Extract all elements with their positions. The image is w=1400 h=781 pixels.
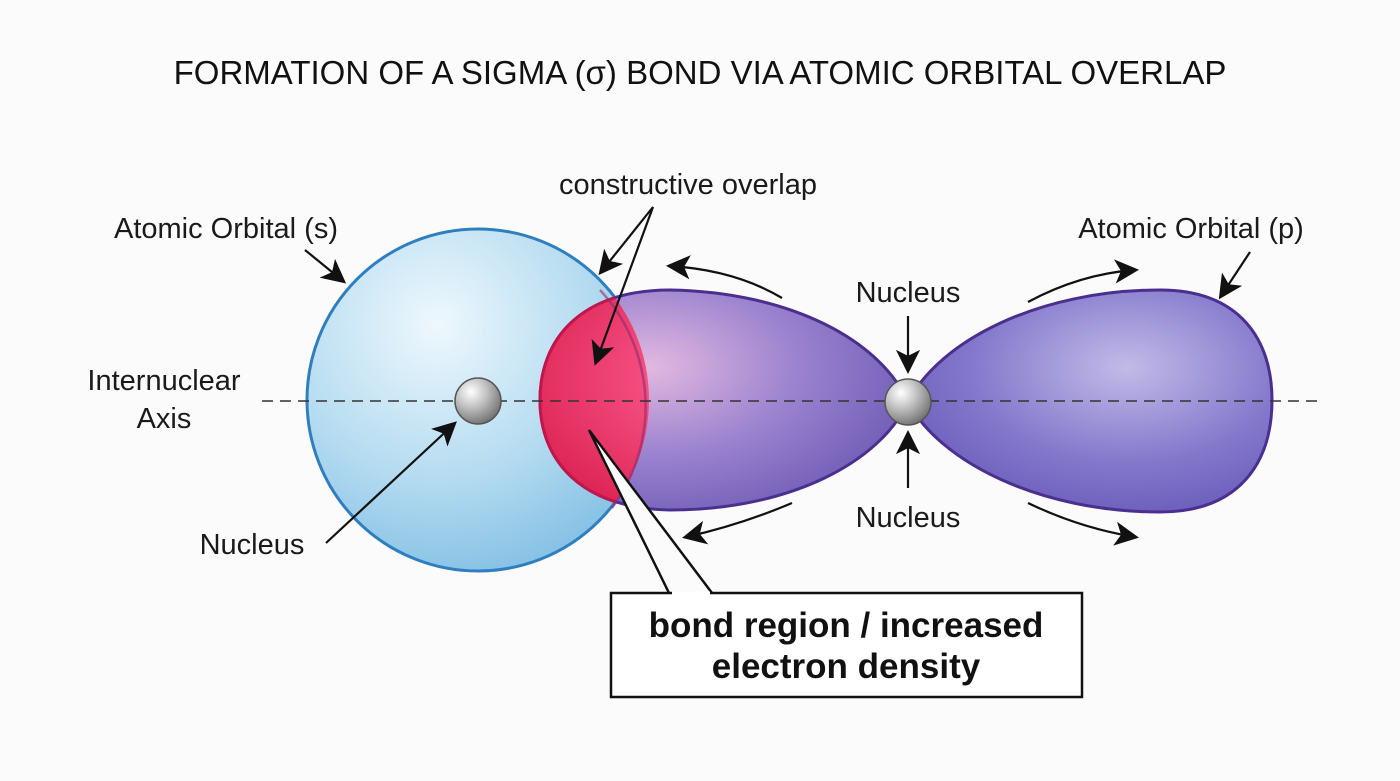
bond-overlap-region bbox=[538, 288, 649, 512]
curved-arrow-lower-right bbox=[1027, 502, 1139, 546]
arrow-to-s-orbital bbox=[304, 249, 347, 284]
overlap-boundary bbox=[599, 289, 647, 509]
nucleus-s-atom bbox=[454, 377, 502, 425]
curved-arrow-lower-left bbox=[682, 501, 793, 545]
label-internuclear-axis-1: Internuclear bbox=[87, 365, 240, 397]
nucleus-p-atom bbox=[884, 378, 932, 426]
overlap-region-group bbox=[538, 288, 649, 512]
label-constructive-overlap: constructive overlap bbox=[559, 169, 817, 201]
label-nucleus-bottom: Nucleus bbox=[856, 502, 961, 534]
label-s-orbital: Atomic Orbital (s) bbox=[114, 213, 338, 245]
arrow-overlap-edge bbox=[598, 206, 654, 276]
curved-arrow-upper-left bbox=[665, 255, 783, 299]
arrow-overlap-center bbox=[591, 206, 655, 366]
arrow-to-p-orbital bbox=[1218, 251, 1251, 300]
label-nucleus-left: Nucleus bbox=[200, 529, 305, 561]
bond-box-line-2: electron density bbox=[712, 647, 981, 686]
label-internuclear-axis-2: Axis bbox=[137, 403, 192, 435]
label-nucleus-top: Nucleus bbox=[856, 277, 961, 309]
label-p-orbital: Atomic Orbital (p) bbox=[1078, 213, 1304, 245]
curved-arrow-upper-right bbox=[1027, 259, 1140, 303]
bond-callout-pointer bbox=[587, 429, 713, 594]
diagram-title: FORMATION OF A SIGMA (σ) BOND VIA ATOMIC… bbox=[174, 54, 1227, 91]
bond-box-line-1: bond region / increased bbox=[649, 606, 1044, 645]
arrow-to-left-nucleus bbox=[325, 421, 457, 544]
bond-region-box bbox=[609, 591, 1084, 699]
